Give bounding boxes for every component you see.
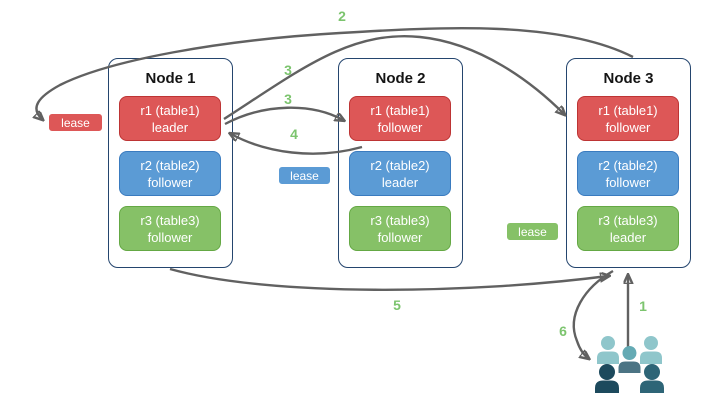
step-label-6: 6	[559, 323, 567, 339]
replica-role: follower	[147, 229, 193, 245]
lease-badge-range2: lease	[278, 166, 331, 185]
node-3-replica-r3: r3 (table3) leader	[577, 206, 679, 251]
user-middle	[618, 346, 641, 373]
user-back-right	[640, 336, 662, 364]
arrow-step5-node1-to-node3	[169, 267, 608, 291]
step-label-1: 1	[639, 298, 647, 314]
arrow-step4-node2-follower-to-leader	[231, 134, 363, 155]
arrow-step6-node3-to-users	[572, 269, 614, 358]
replica-name: r3 (table3)	[370, 212, 430, 228]
arrow-step2-node3-to-lease	[36, 26, 634, 119]
replica-name: r2 (table2)	[370, 157, 430, 173]
replica-name: r3 (table3)	[598, 212, 658, 228]
node-3-title: Node 3	[603, 70, 654, 87]
replica-name: r2 (table2)	[140, 157, 200, 173]
replica-name: r3 (table3)	[140, 212, 200, 228]
node-2-replica-r1: r1 (table1) follower	[349, 96, 451, 141]
node-1-card: Node 1 r1 (table1) leader r2 (table2) fo…	[108, 58, 233, 268]
replica-role: follower	[377, 229, 423, 245]
node-3-card: Node 3 r1 (table1) follower r2 (table2) …	[566, 58, 691, 268]
replica-role: leader	[151, 119, 189, 135]
replica-role: follower	[147, 174, 193, 190]
replica-name: r1 (table1)	[140, 102, 200, 118]
node-3-replica-r1: r1 (table1) follower	[577, 96, 679, 141]
node-1-title: Node 1	[145, 70, 196, 87]
node-2-replica-r3: r3 (table3) follower	[349, 206, 451, 251]
replica-role: leader	[609, 229, 647, 245]
lease-badge-range1: lease	[48, 113, 103, 132]
node-2-title: Node 2	[375, 70, 426, 87]
replica-role: leader	[381, 174, 419, 190]
arrow-step3-leader-to-node2-follower	[224, 106, 343, 126]
replica-role: follower	[605, 119, 651, 135]
node-3-replica-r2: r2 (table2) follower	[577, 151, 679, 196]
replica-role: follower	[377, 119, 423, 135]
step-label-3a: 3	[284, 62, 292, 78]
lease-badge-range3: lease	[506, 222, 559, 241]
user-front-right	[640, 364, 664, 393]
replica-name: r2 (table2)	[598, 157, 658, 173]
user-back-left	[597, 336, 619, 364]
node-1-replica-r2: r2 (table2) follower	[119, 151, 221, 196]
step-label-2: 2	[338, 8, 346, 24]
users-group-icon	[595, 336, 664, 393]
replica-name: r1 (table1)	[598, 102, 658, 118]
node-2-replica-r2: r2 (table2) leader	[349, 151, 451, 196]
node-1-replica-r3: r3 (table3) follower	[119, 206, 221, 251]
node-1-replica-r1: r1 (table1) leader	[119, 96, 221, 141]
step-label-5: 5	[393, 297, 401, 313]
step-label-3b: 3	[284, 91, 292, 107]
user-front-left	[595, 364, 619, 393]
replica-role: follower	[605, 174, 651, 190]
step-label-4: 4	[290, 126, 298, 142]
node-2-card: Node 2 r1 (table1) follower r2 (table2) …	[338, 58, 463, 268]
replica-name: r1 (table1)	[370, 102, 430, 118]
arrow-step3-leader-to-node3-follower	[223, 35, 564, 121]
